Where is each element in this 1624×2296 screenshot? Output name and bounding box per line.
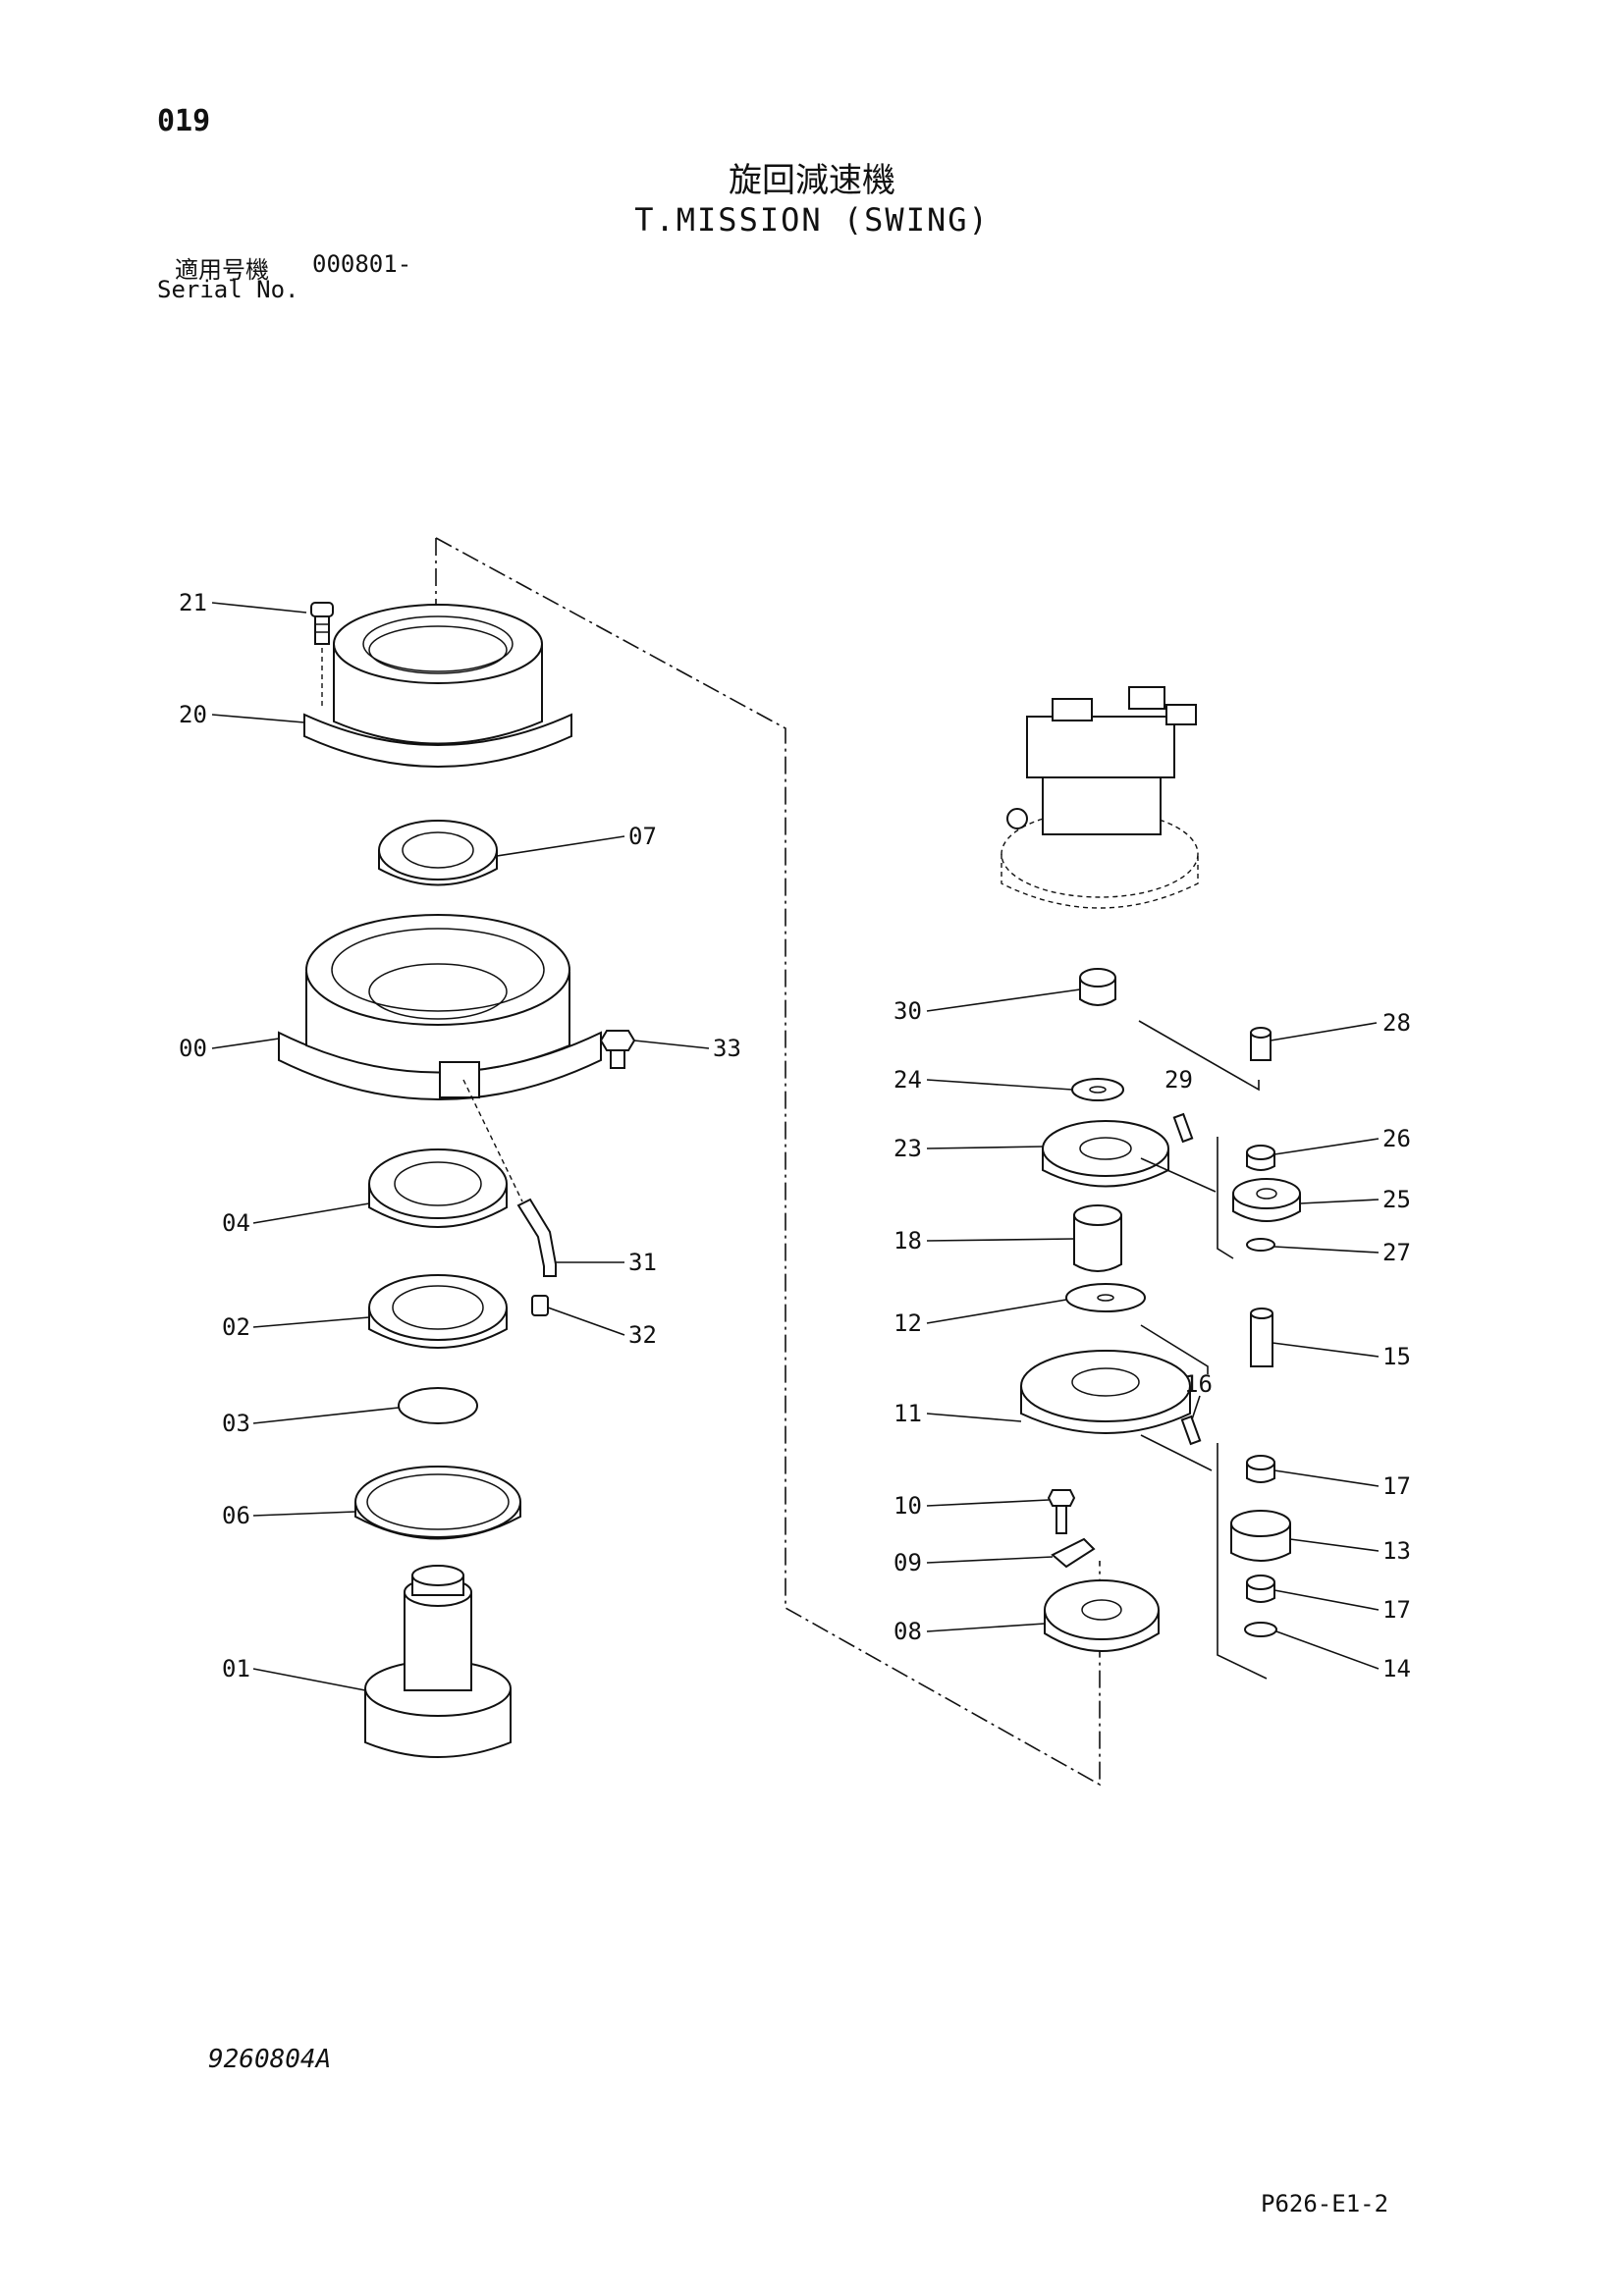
part-03-shim (398, 1387, 478, 1424)
part-26-bearing (1246, 1145, 1275, 1171)
part-21-bolt (310, 602, 334, 707)
callout-01: 01 (222, 1655, 250, 1682)
callout-17-lower: 17 (1382, 1596, 1411, 1624)
part-18-sun-gear (1073, 1204, 1122, 1272)
part-15-pin (1250, 1308, 1273, 1367)
callout-31: 31 (628, 1249, 657, 1276)
callout-15: 15 (1382, 1343, 1411, 1370)
sub-assembly-lines (1138, 1020, 1268, 1680)
part-08-hub (1044, 1579, 1160, 1652)
part-09-lock-plate (1051, 1537, 1096, 1569)
title-japanese: 旋回減速機 (729, 161, 895, 200)
callout-17-upper: 17 (1382, 1472, 1411, 1500)
part-10-bolt (1047, 1489, 1076, 1534)
part-16-pin (1180, 1415, 1202, 1446)
callout-08: 08 (893, 1618, 922, 1645)
callout-13: 13 (1382, 1537, 1411, 1565)
callout-07: 07 (628, 823, 657, 850)
callout-00: 00 (179, 1035, 207, 1062)
part-27-thrust-washer (1246, 1238, 1275, 1252)
callout-03: 03 (222, 1410, 250, 1437)
page-code: P626-E1-2 (1261, 2190, 1389, 2217)
callout-25: 25 (1382, 1186, 1411, 1213)
part-31-pipe (462, 1079, 557, 1277)
part-20-housing (303, 604, 572, 768)
part-17-bearing-lower (1246, 1575, 1275, 1603)
callout-20: 20 (179, 701, 207, 728)
serial-number-value: 000801- (312, 250, 412, 278)
serial-label-english: Serial No. (157, 276, 299, 303)
callout-33: 33 (713, 1035, 741, 1062)
page-number: 019 (157, 104, 211, 138)
callout-16: 16 (1184, 1370, 1213, 1398)
part-01-shaft (364, 1565, 512, 1758)
callout-06: 06 (222, 1502, 250, 1529)
part-30-gear (1079, 968, 1116, 1006)
callout-32: 32 (628, 1321, 657, 1349)
part-29-pin (1172, 1112, 1194, 1144)
part-25-planet-gear (1232, 1178, 1301, 1222)
part-33-plug (599, 1030, 636, 1069)
callout-23: 23 (893, 1135, 922, 1162)
part-04-bearing (368, 1148, 508, 1228)
callout-21: 21 (179, 589, 207, 616)
callout-12: 12 (893, 1309, 922, 1337)
callout-24: 24 (893, 1066, 922, 1094)
part-02-oil-seal (368, 1274, 508, 1349)
title-english: T.MISSION (SWING) (634, 201, 990, 239)
callout-04: 04 (222, 1209, 250, 1237)
callout-28: 28 (1382, 1009, 1411, 1037)
swing-motor-overview (1001, 686, 1199, 909)
leader-lines (211, 602, 1380, 1691)
part-07-bearing (378, 820, 498, 886)
part-24-washer (1071, 1078, 1124, 1101)
part-11-carrier (1020, 1350, 1191, 1434)
part-13-planet-gear (1230, 1510, 1291, 1562)
part-17-bearing-upper (1246, 1455, 1275, 1483)
part-00-motor-housing (278, 914, 602, 1100)
callout-26: 26 (1382, 1125, 1411, 1152)
callout-10: 10 (893, 1492, 922, 1520)
serial-label-japanese: 適用号機 (175, 256, 269, 284)
callout-02: 02 (222, 1313, 250, 1341)
callout-labels: 21 20 07 00 33 04 31 02 32 03 06 01 30 2… (179, 589, 1411, 1682)
callout-11: 11 (893, 1400, 922, 1427)
callout-29: 29 (1164, 1066, 1193, 1094)
callout-09: 09 (893, 1549, 922, 1576)
callout-27: 27 (1382, 1239, 1411, 1266)
drawing-number: 9260804A (208, 2045, 332, 2074)
part-06-ring (354, 1466, 521, 1540)
callout-30: 30 (893, 997, 922, 1025)
part-32-fitting (531, 1295, 549, 1316)
part-12-washer (1065, 1283, 1146, 1312)
callout-14: 14 (1382, 1655, 1411, 1682)
part-14-thrust-washer (1244, 1622, 1277, 1637)
part-23-carrier (1042, 1120, 1169, 1188)
callout-18: 18 (893, 1227, 922, 1255)
part-28-pin (1250, 1027, 1272, 1061)
